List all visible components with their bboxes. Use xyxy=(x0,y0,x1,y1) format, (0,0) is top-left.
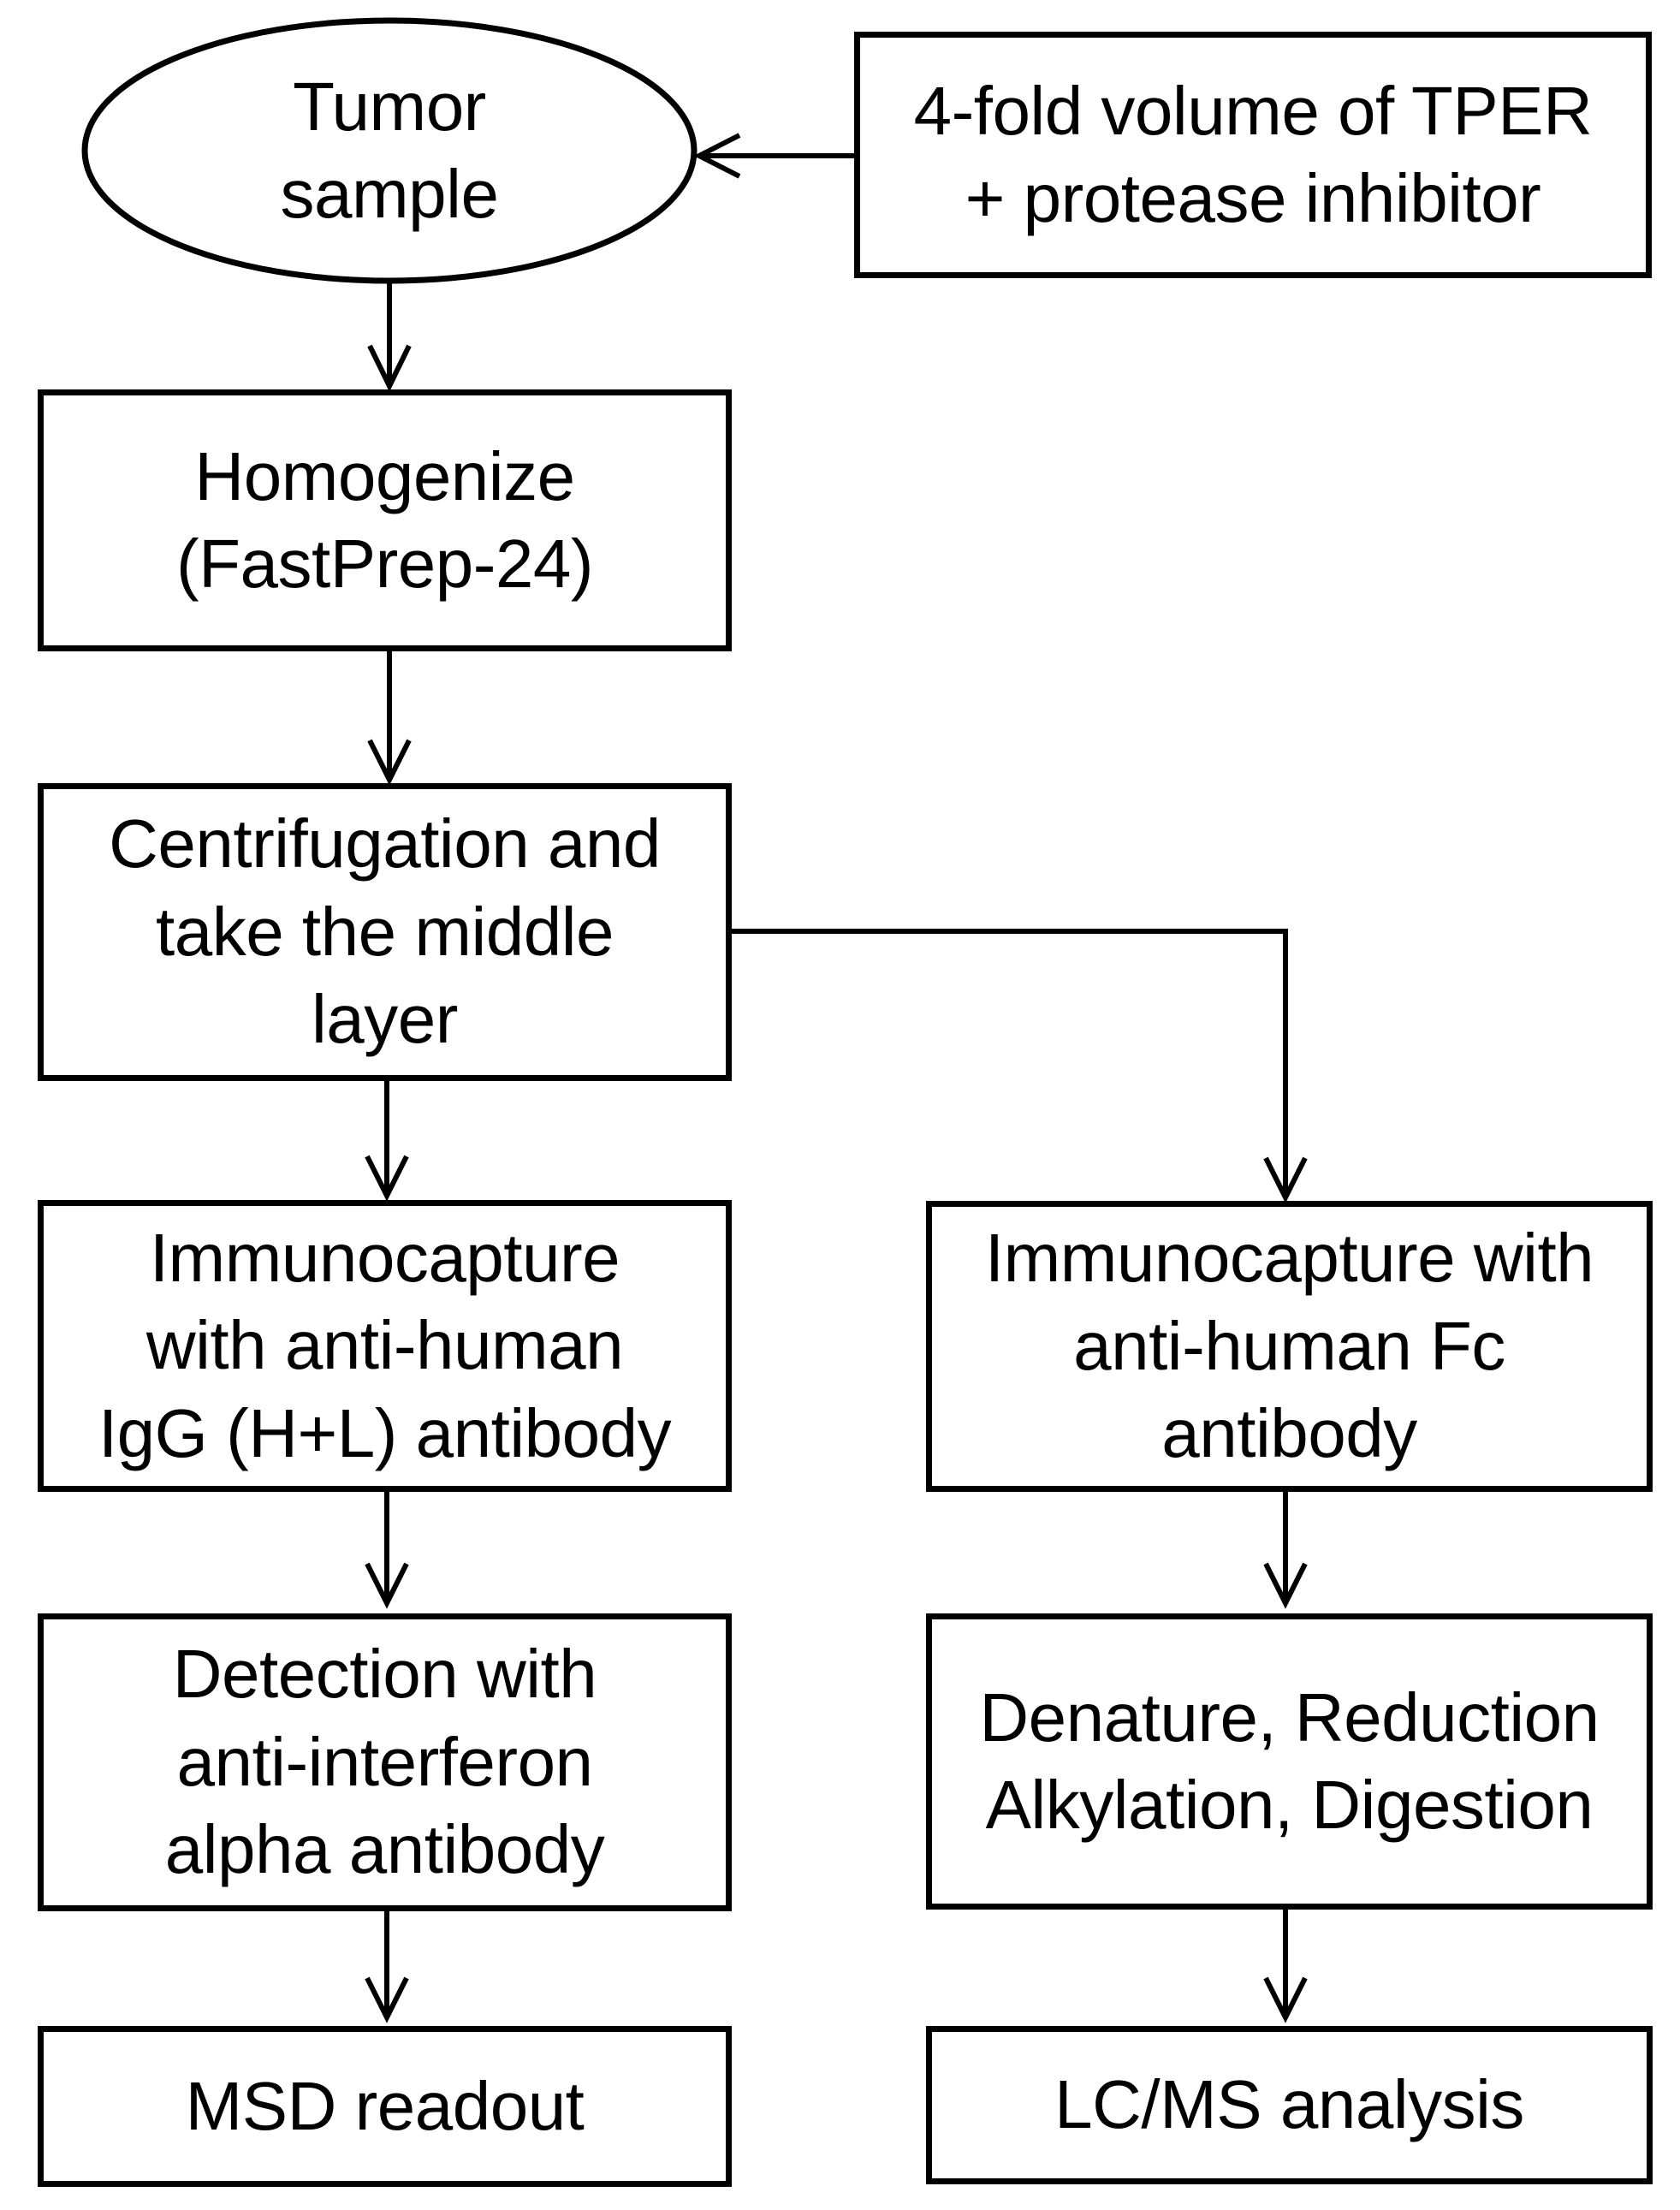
tumor-sample-label: Tumor sample xyxy=(280,68,499,232)
detection-label: Detection with anti-interferon alpha ant… xyxy=(164,1636,605,1888)
arrow-centrifugation-to-fc-shaft xyxy=(732,929,1288,1195)
arrow-tumor-to-homogenize-head xyxy=(367,344,412,392)
homogenize-label: Homogenize (FastPrep-24) xyxy=(176,437,593,602)
msd-readout-label: MSD readout xyxy=(185,2067,585,2144)
node-immunocapture-fc: Immunocapture with anti-human Fc antibod… xyxy=(926,1201,1653,1492)
immunocapture-igg-label: Immunocapture with anti-human IgG (H+L) … xyxy=(98,1219,672,1471)
arrow-homogenize-to-centrifugation-head xyxy=(367,739,412,786)
node-homogenize: Homogenize (FastPrep-24) xyxy=(38,389,732,651)
node-denature-reduction: Denature, Reduction Alkylation, Digestio… xyxy=(926,1613,1653,1910)
arrow-fc-to-denature-head xyxy=(1263,1562,1308,1609)
node-tper-reagent: 4-fold volume of TPER + protease inhibit… xyxy=(854,32,1652,278)
centrifugation-label: Centrifugation and take the middle layer xyxy=(109,805,661,1058)
arrow-denature-to-lcms-head xyxy=(1263,1976,1308,2023)
arrow-centrifugation-to-igg-head xyxy=(365,1155,409,1202)
arrow-igg-to-detection-head xyxy=(365,1562,409,1609)
arrow-centrifugation-to-fc-head xyxy=(1263,1156,1308,1203)
tper-reagent-label: 4-fold volume of TPER + protease inhibit… xyxy=(913,72,1593,236)
node-detection: Detection with anti-interferon alpha ant… xyxy=(38,1613,732,1911)
node-msd-readout: MSD readout xyxy=(38,2026,732,2187)
immunocapture-fc-label: Immunocapture with anti-human Fc antibod… xyxy=(984,1220,1594,1472)
node-lcms-analysis: LC/MS analysis xyxy=(926,2026,1653,2184)
denature-reduction-label: Denature, Reduction Alkylation, Digestio… xyxy=(979,1678,1600,1843)
arrow-tper-to-tumor-head xyxy=(693,133,741,179)
arrow-detection-to-msd-head xyxy=(365,1976,409,2023)
node-centrifugation: Centrifugation and take the middle layer xyxy=(38,783,732,1081)
node-tumor-sample: Tumor sample xyxy=(85,21,694,281)
node-immunocapture-igg: Immunocapture with anti-human IgG (H+L) … xyxy=(38,1200,732,1492)
lcms-analysis-label: LC/MS analysis xyxy=(1054,2066,1524,2143)
